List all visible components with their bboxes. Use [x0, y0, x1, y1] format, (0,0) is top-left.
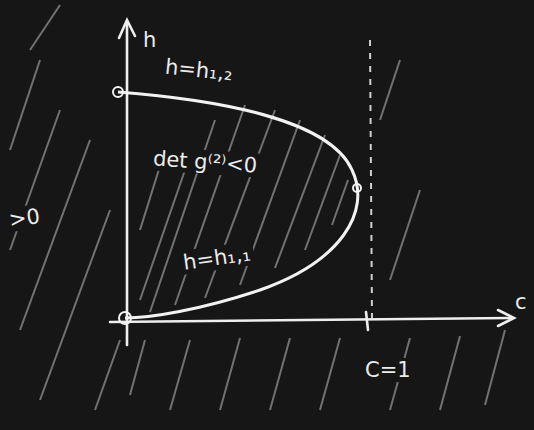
axis-label: h: [140, 28, 159, 52]
points: [113, 87, 361, 324]
boundary-curve: [118, 92, 358, 318]
point: [119, 312, 131, 324]
h-axis: [126, 22, 129, 345]
hatching: [10, 5, 505, 410]
c-axis: [110, 318, 512, 322]
curve-label: h=h₁,₂: [161, 54, 237, 86]
asymptote-line: [370, 40, 372, 318]
tick: [366, 312, 368, 330]
curve-label: h=h₁,₁: [179, 241, 255, 275]
point: [353, 184, 361, 192]
region-label: det g⁽²⁾<0: [149, 146, 261, 178]
value-label: C=1: [362, 358, 414, 382]
point: [113, 87, 123, 97]
arrowhead: [119, 20, 135, 38]
region-label: >0: [5, 204, 45, 233]
axes: [110, 20, 514, 345]
axis-label: c: [512, 290, 530, 314]
